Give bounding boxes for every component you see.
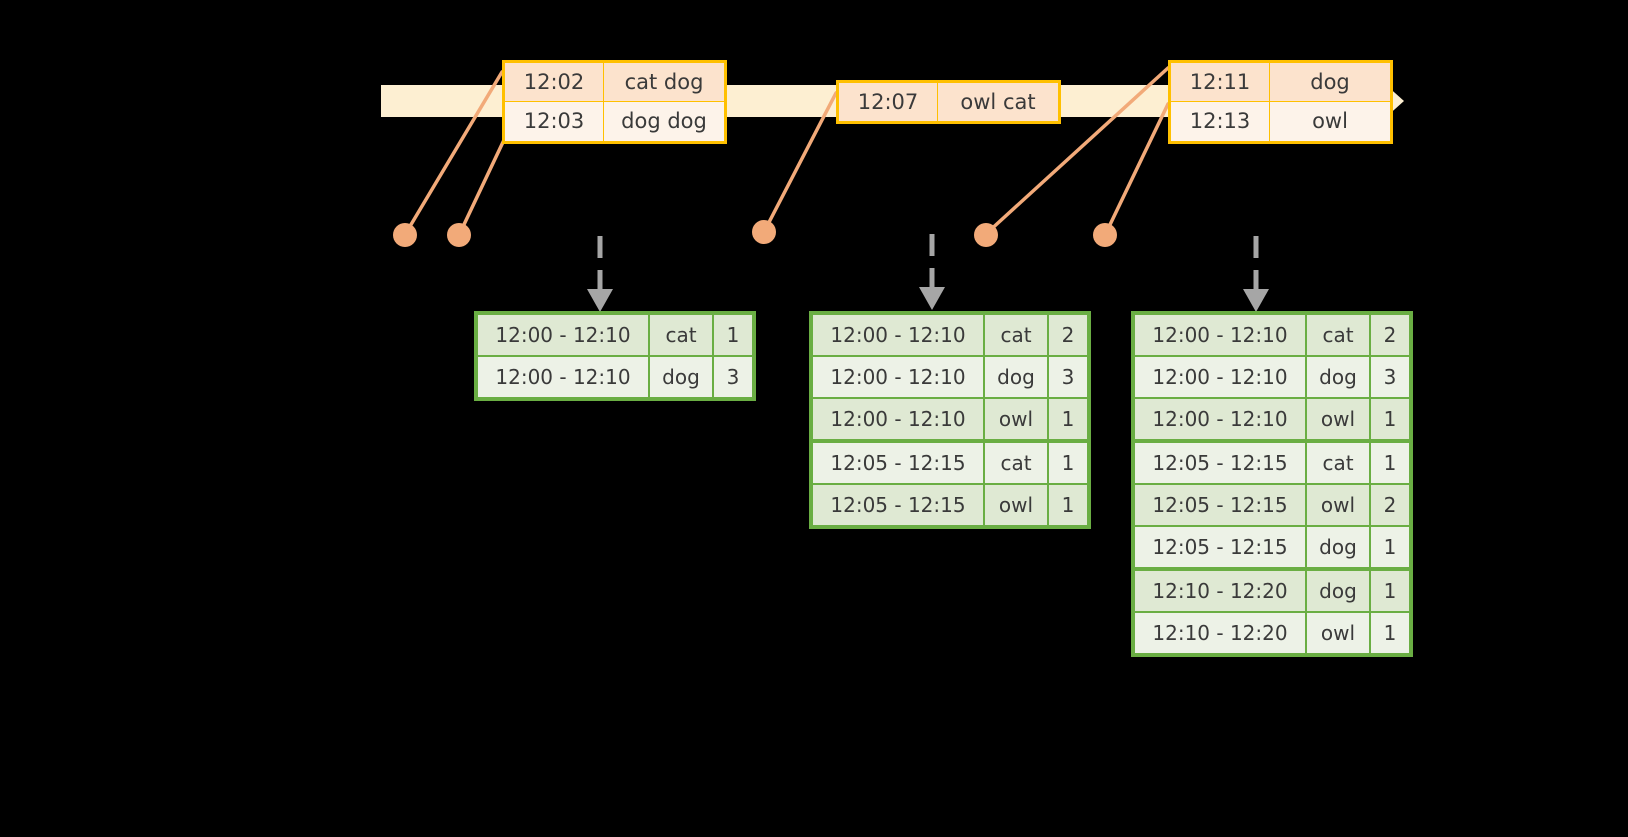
result-window: 12:10 - 12:20 bbox=[1132, 611, 1307, 656]
result-word: dog bbox=[983, 355, 1049, 399]
result-word: owl bbox=[983, 483, 1049, 528]
result-count: 1 bbox=[1369, 397, 1412, 442]
event-time: 12:03 bbox=[503, 101, 604, 143]
result-word: dog bbox=[1305, 355, 1371, 399]
event-words: cat dog bbox=[603, 60, 726, 103]
result-word: cat bbox=[1305, 312, 1371, 357]
event-time: 12:02 bbox=[503, 60, 604, 103]
result-window: 12:00 - 12:10 bbox=[810, 312, 985, 357]
result-count: 1 bbox=[1047, 397, 1090, 442]
result-window: 12:10 - 12:20 bbox=[1132, 567, 1307, 613]
table-row: 12:00 - 12:10 owl 1 bbox=[1132, 397, 1412, 442]
event-row: 12:07 owl cat bbox=[837, 80, 1060, 124]
result-count: 3 bbox=[1047, 355, 1090, 399]
result-word: dog bbox=[1305, 525, 1371, 570]
table-row: 12:00 - 12:10 cat 2 bbox=[1132, 312, 1412, 357]
result-count: 3 bbox=[1369, 355, 1412, 399]
connector-line-3 bbox=[763, 91, 838, 232]
result-count: 1 bbox=[712, 312, 755, 357]
result-window: 12:05 - 12:15 bbox=[810, 439, 985, 485]
result-count: 1 bbox=[1369, 525, 1412, 570]
table-row: 12:10 - 12:20 owl 1 bbox=[1132, 611, 1412, 656]
result-window: 12:00 - 12:10 bbox=[475, 355, 650, 400]
dashed-arrows bbox=[587, 234, 1269, 312]
result-window: 12:05 - 12:15 bbox=[1132, 525, 1307, 570]
event-row: 12:03 dog dog bbox=[503, 101, 726, 143]
result-count: 2 bbox=[1369, 312, 1412, 357]
result-word: owl bbox=[1305, 611, 1371, 656]
event-time: 12:11 bbox=[1169, 60, 1270, 103]
table-row: 12:00 - 12:10 dog 3 bbox=[810, 355, 1090, 399]
table-row: 12:00 - 12:10 owl 1 bbox=[810, 397, 1090, 442]
result-count: 3 bbox=[712, 355, 755, 400]
connector-line-1 bbox=[404, 70, 504, 235]
result-word: cat bbox=[648, 312, 714, 357]
event-time: 12:07 bbox=[837, 80, 938, 124]
connector-dot-2 bbox=[447, 223, 471, 247]
table-row: 12:00 - 12:10 dog 3 bbox=[475, 355, 755, 400]
result-count: 1 bbox=[1369, 567, 1412, 613]
table-row: 12:05 - 12:15 dog 1 bbox=[1132, 525, 1412, 570]
event-words: dog dog bbox=[603, 101, 726, 143]
event-group-2: 12:07 owl cat bbox=[836, 80, 1061, 125]
table-row: 12:00 - 12:10 cat 2 bbox=[810, 312, 1090, 357]
event-words: owl bbox=[1269, 101, 1392, 143]
connector-dot-1 bbox=[393, 223, 417, 247]
result-window: 12:05 - 12:15 bbox=[810, 483, 985, 528]
result-count: 1 bbox=[1047, 483, 1090, 528]
result-word: cat bbox=[983, 439, 1049, 485]
result-window: 12:00 - 12:10 bbox=[475, 312, 650, 357]
result-count: 2 bbox=[1369, 483, 1412, 527]
result-word: cat bbox=[1305, 439, 1371, 485]
result-count: 1 bbox=[1369, 439, 1412, 485]
result-word: dog bbox=[648, 355, 714, 400]
result-window: 12:05 - 12:15 bbox=[1132, 439, 1307, 485]
result-word: dog bbox=[1305, 567, 1371, 613]
table-row: 12:00 - 12:10 cat 1 bbox=[475, 312, 755, 357]
table-row: 12:05 - 12:15 owl 2 bbox=[1132, 483, 1412, 527]
table-row: 12:05 - 12:15 owl 1 bbox=[810, 483, 1090, 528]
table-row: 12:10 - 12:20 dog 1 bbox=[1132, 567, 1412, 613]
result-window: 12:00 - 12:10 bbox=[1132, 397, 1307, 442]
connector-line-5 bbox=[1104, 102, 1170, 235]
result-table-3: 12:00 - 12:10 cat 2 12:00 - 12:10 dog 3 … bbox=[1131, 311, 1413, 657]
table-row: 12:05 - 12:15 cat 1 bbox=[1132, 439, 1412, 485]
result-count: 1 bbox=[1047, 439, 1090, 485]
result-count: 1 bbox=[1369, 611, 1412, 656]
event-row: 12:11 dog bbox=[1169, 60, 1392, 103]
dashed-arrow-1 bbox=[587, 236, 613, 312]
event-words: owl cat bbox=[937, 80, 1060, 124]
connector-dot-3 bbox=[752, 220, 776, 244]
result-window: 12:00 - 12:10 bbox=[810, 355, 985, 399]
result-window: 12:05 - 12:15 bbox=[1132, 483, 1307, 527]
result-count: 2 bbox=[1047, 312, 1090, 357]
result-word: owl bbox=[1305, 483, 1371, 527]
result-word: owl bbox=[1305, 397, 1371, 442]
event-row: 12:02 cat dog bbox=[503, 60, 726, 103]
event-group-1: 12:02 cat dog 12:03 dog dog bbox=[502, 60, 727, 144]
event-row: 12:13 owl bbox=[1169, 101, 1392, 143]
event-group-3: 12:11 dog 12:13 owl bbox=[1168, 60, 1393, 144]
result-table-2: 12:00 - 12:10 cat 2 12:00 - 12:10 dog 3 … bbox=[809, 311, 1091, 529]
result-table-1: 12:00 - 12:10 cat 1 12:00 - 12:10 dog 3 bbox=[474, 311, 756, 401]
connector-dot-5 bbox=[1093, 223, 1117, 247]
result-window: 12:00 - 12:10 bbox=[810, 397, 985, 442]
dashed-arrow-2 bbox=[919, 234, 945, 310]
result-window: 12:00 - 12:10 bbox=[1132, 312, 1307, 357]
event-time: 12:13 bbox=[1169, 101, 1270, 143]
result-word: cat bbox=[983, 312, 1049, 357]
dashed-arrow-3 bbox=[1243, 236, 1269, 312]
result-word: owl bbox=[983, 397, 1049, 442]
connector-dots bbox=[393, 220, 1117, 247]
event-words: dog bbox=[1269, 60, 1392, 103]
connector-dot-4 bbox=[974, 223, 998, 247]
table-row: 12:05 - 12:15 cat 1 bbox=[810, 439, 1090, 485]
result-window: 12:00 - 12:10 bbox=[1132, 355, 1307, 399]
table-row: 12:00 - 12:10 dog 3 bbox=[1132, 355, 1412, 399]
